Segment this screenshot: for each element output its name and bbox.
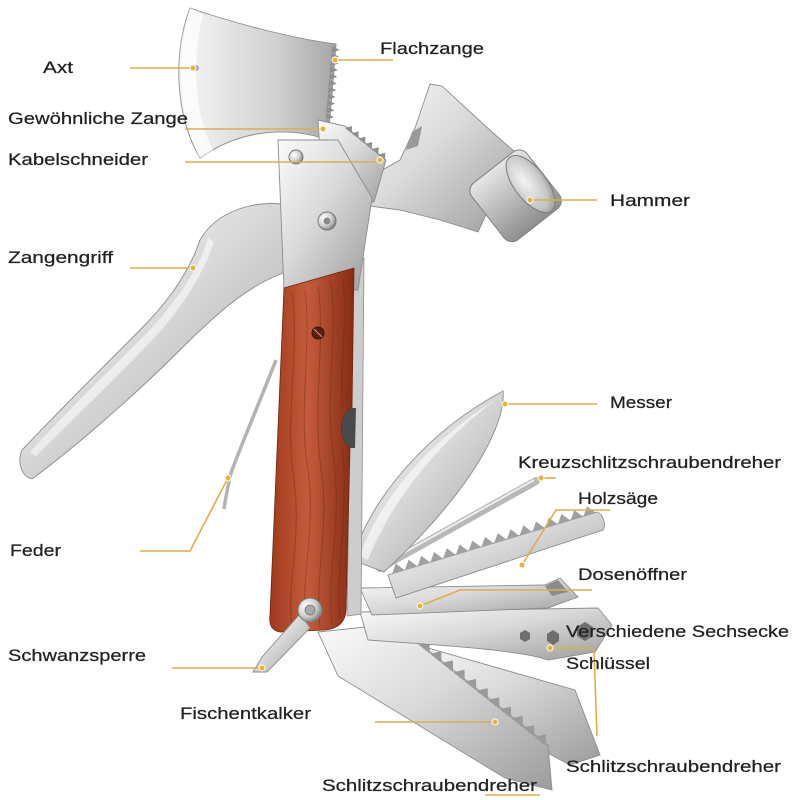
wooden-handle (269, 267, 355, 633)
leader-dot-holzsaege (518, 561, 526, 569)
hex-hole-large (577, 622, 593, 641)
label-messer: Messer (610, 393, 672, 412)
leader-dot-flachzange (331, 56, 339, 64)
wood-saw-body (387, 511, 605, 599)
label-schlitz-unten: Schlitzschraubendreher (322, 776, 537, 795)
leader-dot-dosenoeffner (416, 602, 424, 610)
leader-lines (130, 56, 610, 796)
label-gewoehnliche-zange: Gewöhnliche Zange (8, 109, 188, 128)
handle-notch-shadow (341, 408, 356, 448)
leader-dosenoeffner (419, 589, 592, 607)
leader-dot-gewoehnliche-zange (319, 125, 327, 133)
handle-screw-slot (313, 328, 323, 338)
label-hammer: Hammer (610, 191, 690, 210)
fish-scaler-teeth (395, 623, 546, 746)
leader-schlitz-rechts (593, 649, 598, 737)
leader-dot-fischentkalker (491, 718, 499, 726)
label-kabelschneider: Kabelschneider (8, 150, 148, 169)
leader-dot-messer (501, 400, 509, 408)
label-dosenoeffner: Dosenöffner (578, 565, 687, 584)
label-schwanzsperre: Schwanzsperre (8, 646, 146, 665)
knife-blade (351, 390, 504, 573)
knife-blade-highlight (360, 398, 498, 560)
pliers-handle (19, 203, 293, 480)
leader-dot-kabelschneider (376, 156, 384, 164)
label-feder: Feder (10, 541, 61, 560)
bolster-screw-middle-center (323, 217, 331, 225)
label-sechsecke: Verschiedene Sechsecke (566, 622, 789, 641)
flat-pliers-teeth (324, 46, 340, 140)
leader-dot-hammer (526, 196, 534, 204)
label-zangengriff: Zangengriff (8, 248, 113, 267)
multitool-illustration (19, 7, 613, 791)
leader-dot-feder (224, 474, 232, 482)
hammer-head (469, 149, 562, 243)
label-schluessel: Schlüssel (566, 654, 650, 673)
label-schlitz-rechts: Schlitzschraubendreher (566, 757, 781, 776)
label-fischentkalker: Fischentkalker (180, 704, 311, 723)
label-axt: Axt (43, 58, 73, 77)
phillips-screwdriver (376, 477, 540, 572)
labels: Axt Flachzange Gewöhnliche Zange Kabelsc… (8, 39, 789, 795)
tail-lock (252, 613, 311, 673)
leader-holzsaege (521, 509, 610, 566)
cable-cutter-teeth (345, 126, 386, 160)
hammer-claw-notch (406, 126, 422, 150)
axe-edge-bevel (181, 8, 213, 158)
leader-dot-axt (189, 64, 197, 72)
label-holzsaege: Holzsäge (578, 489, 658, 508)
label-kreuzschlitz: Kreuzschlitzschraubendreher (518, 453, 781, 472)
axe-head (178, 7, 337, 159)
can-opener-hook (545, 580, 568, 596)
wood-saw-teeth (392, 506, 596, 574)
label-flachzange: Flachzange (380, 39, 484, 58)
leader-dot-sechsecke (546, 644, 554, 652)
pliers-handle-highlight (30, 238, 214, 456)
leader-dot-schwanzsperre (258, 664, 266, 672)
bottom-rivet-center (304, 604, 316, 616)
bolster-screw-top (288, 149, 304, 165)
hex-hole-medium (547, 630, 559, 645)
hex-hole-small (520, 630, 530, 642)
spring (222, 359, 278, 510)
leader-dot-kreuzschlitz (537, 474, 545, 482)
leader-dot-zangengriff (189, 264, 197, 272)
leader-feder (140, 477, 229, 552)
